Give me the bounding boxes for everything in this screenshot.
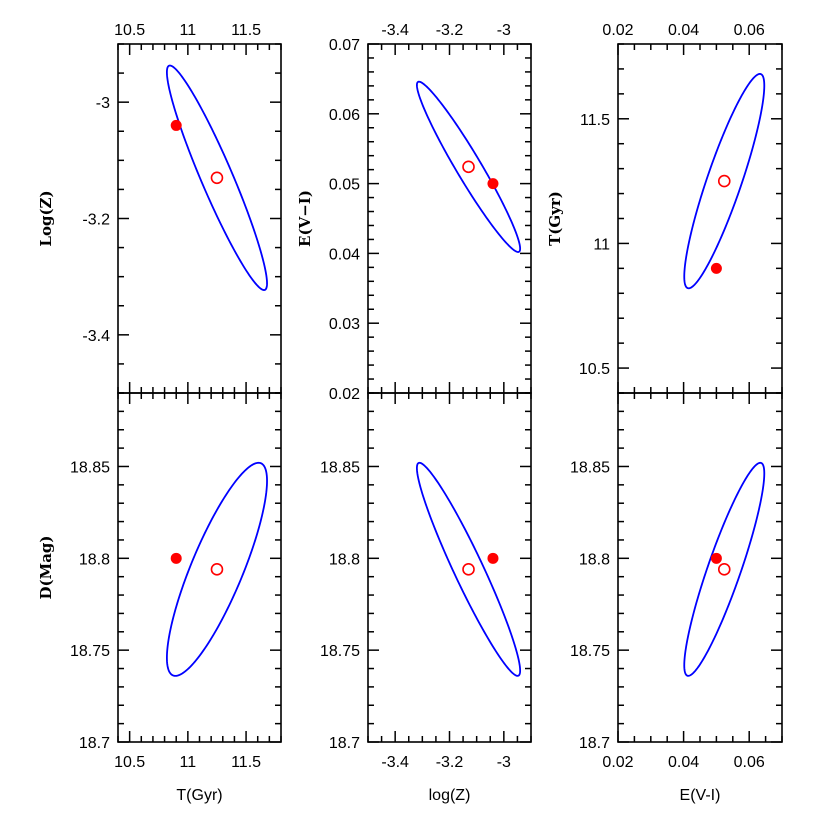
- open-point: [210, 171, 224, 185]
- y-tick-label: 0.07: [329, 37, 360, 54]
- x-axis-title: T(Gyr): [176, 787, 222, 804]
- open-point: [717, 174, 731, 188]
- filled-point: [170, 119, 182, 131]
- y-tick-label: 18.8: [579, 551, 610, 568]
- y-tick-label: 18.85: [570, 459, 610, 476]
- x-tick-label: 0.04: [668, 754, 699, 771]
- panel-row2-col2: -3.4 -3.2 -3 18.7 18.75 18.8 18.85 log(Z): [320, 392, 532, 804]
- x-tick-label: -3.2: [436, 22, 464, 39]
- y-tick-label: 10.5: [579, 361, 610, 378]
- y-tick-label: 0.04: [329, 246, 360, 263]
- confidence-ellipse: [683, 461, 766, 677]
- x-tick-label: 11: [180, 754, 197, 771]
- x-tick-label: 11: [180, 22, 197, 39]
- y-axis-title: Log(Z): [37, 190, 55, 246]
- x-tick-label: 0.06: [734, 22, 765, 39]
- y-tick-label: 11.5: [580, 112, 610, 129]
- panel-frame: [117, 43, 282, 394]
- filled-point: [487, 552, 499, 564]
- panel-row1-col2: -3.4 -3.2 -3 0.02 0.03 0.04 0.05 0.06 0.07E(V−I): [296, 22, 532, 403]
- y-tick-label: 18.85: [320, 459, 360, 476]
- open-point: [462, 160, 475, 174]
- y-tick-label: 0.03: [329, 316, 360, 333]
- open-point: [462, 563, 475, 576]
- x-tick-label: 0.02: [602, 754, 633, 771]
- panel-row1-col1: 10.5 11 11.5 -3 -3.2 -3.4 Log(Z): [37, 22, 282, 394]
- filled-point: [710, 552, 722, 564]
- x-tick-label: -3.2: [436, 754, 464, 771]
- y-tick-label: -3: [96, 95, 110, 112]
- panel-frame: [367, 392, 532, 743]
- x-tick-label: -3.4: [381, 22, 409, 39]
- x-tick-label: -3.4: [381, 754, 409, 771]
- open-point: [210, 563, 224, 576]
- confidence-ellipse: [415, 461, 522, 677]
- y-tick-label: 11: [593, 236, 610, 253]
- x-tick-label: -3: [497, 754, 511, 771]
- y-tick-label: 18.7: [79, 735, 110, 752]
- y-tick-label: -3.2: [82, 212, 110, 229]
- x-axis-title: log(Z): [429, 787, 471, 804]
- x-tick-label: 0.02: [602, 22, 633, 39]
- x-tick-label: 10.5: [114, 754, 145, 771]
- x-tick-label: 10.5: [114, 22, 145, 39]
- y-tick-label: 18.85: [70, 459, 110, 476]
- panel-frame: [367, 43, 532, 394]
- y-tick-label: 0.05: [329, 177, 360, 194]
- confidence-ellipse: [683, 73, 766, 290]
- y-axis-title: E(V−I): [296, 190, 314, 247]
- confidence-ellipse: [165, 64, 268, 291]
- filled-point: [487, 178, 499, 190]
- y-axis-title: D(Mag): [37, 535, 55, 599]
- y-tick-label: 18.8: [79, 551, 110, 568]
- y-tick-label: 0.02: [329, 386, 360, 403]
- confidence-ellipse: [415, 80, 522, 253]
- y-tick-label: 0.06: [329, 107, 360, 124]
- panel-row1-col3: 0.02 0.04 0.06 10.5 11 11.5T(Gyr): [546, 22, 783, 394]
- panel-frame: [117, 392, 282, 743]
- x-tick-label: 11.5: [231, 22, 261, 39]
- confidence-ellipse: [165, 461, 268, 677]
- y-axis-title: T(Gyr): [546, 191, 564, 246]
- filled-point: [710, 262, 722, 274]
- panel-frame: [617, 43, 783, 394]
- x-tick-label: 11.5: [231, 754, 261, 771]
- panel-frame: [617, 392, 783, 743]
- x-axis-title: E(V-I): [680, 787, 721, 804]
- panel-row2-col1: 10.5 11 11.5 18.7 18.75 18.8 18.85T(Gyr) D(Mag): [37, 392, 282, 804]
- y-tick-label: 18.8: [329, 551, 360, 568]
- y-tick-label: 18.75: [570, 643, 610, 660]
- y-tick-label: 18.7: [329, 735, 360, 752]
- y-tick-label: -3.4: [82, 328, 110, 345]
- x-tick-label: 0.06: [734, 754, 765, 771]
- y-tick-label: 18.7: [579, 735, 610, 752]
- panel-row2-col3: 0.02 0.04 0.06 18.7 18.75 18.8 18.85E(V-I): [570, 392, 783, 804]
- x-tick-label: -3: [497, 22, 511, 39]
- filled-point: [170, 552, 182, 564]
- open-point: [717, 563, 731, 576]
- y-tick-label: 18.75: [70, 643, 110, 660]
- y-tick-label: 18.75: [320, 643, 360, 660]
- x-tick-label: 0.04: [668, 22, 699, 39]
